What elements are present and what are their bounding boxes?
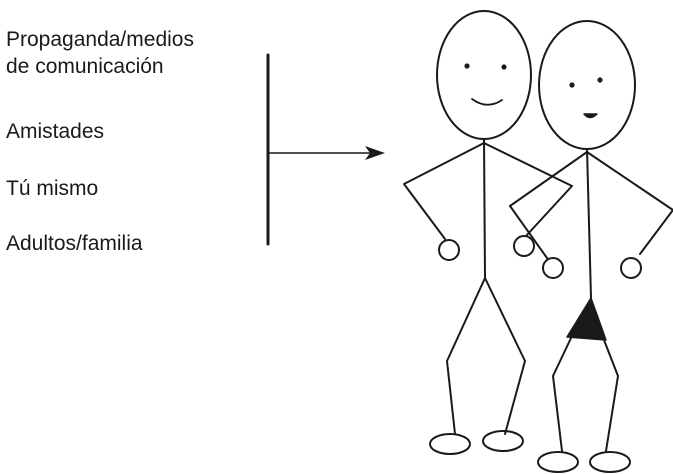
man-spine [483, 138, 486, 279]
man-left-eye [464, 63, 470, 69]
influence-media-label: Propaganda/medios de comunicación [6, 28, 194, 78]
woman-spine [586, 148, 592, 299]
woman-left-leg [552, 337, 572, 452]
woman-right-foot [589, 451, 631, 473]
man-smile [471, 98, 503, 106]
influence-friends-label: Amistades [6, 120, 105, 143]
man-left-leg [446, 277, 486, 435]
woman-head [538, 20, 636, 150]
woman-right-leg [603, 339, 619, 452]
man-left-arm [403, 142, 485, 240]
man-figure [403, 10, 573, 455]
woman-mouth [583, 113, 598, 119]
woman-left-arm [509, 151, 588, 259]
man-right-arm [483, 142, 573, 237]
woman-figure [509, 20, 673, 473]
man-right-hand [513, 235, 535, 257]
man-right-foot [482, 430, 524, 452]
arrow-head-icon [365, 146, 385, 160]
man-right-leg [484, 277, 526, 435]
man-head [436, 10, 532, 140]
man-left-foot [429, 433, 471, 455]
man-left-hand [438, 239, 460, 261]
man-right-eye [501, 64, 507, 70]
influence-self-label: Tú mismo [6, 177, 99, 200]
woman-left-foot [537, 451, 579, 473]
woman-right-hand [620, 257, 642, 279]
woman-skirt-icon [566, 297, 607, 341]
influence-family-label: Adultos/familia [6, 232, 143, 255]
woman-left-eye [569, 82, 575, 88]
woman-right-eye [597, 77, 603, 83]
woman-left-hand [542, 257, 564, 279]
woman-right-arm [586, 151, 673, 255]
